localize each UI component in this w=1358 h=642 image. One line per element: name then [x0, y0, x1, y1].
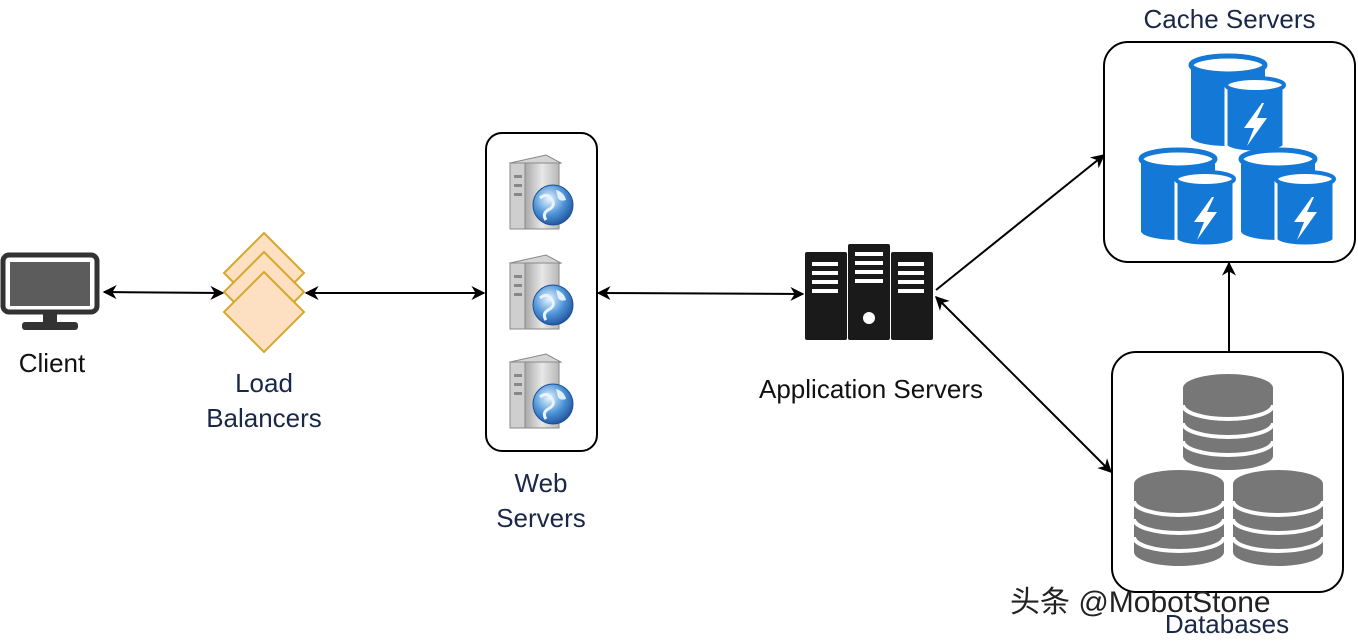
cache-servers-label: Cache Servers [1143, 4, 1316, 34]
cache-server-icon [1138, 147, 1236, 248]
edge-client-load-balancers [102, 285, 225, 300]
application-servers-label: Application Servers [759, 374, 983, 404]
edge-application-to-cache [935, 154, 1106, 291]
database-icon [1181, 374, 1275, 470]
load-balancers-label: Load Balancers [184, 366, 344, 436]
client-label: Client [18, 348, 86, 378]
database-icon [1231, 470, 1325, 566]
web-server-icon [508, 254, 574, 330]
watermark-text: 头条 @MobotStone [1010, 586, 1271, 619]
web-servers-label-line2: Servers [496, 503, 586, 533]
edge-application-databases [935, 296, 1112, 473]
load-balancers-label-line2: Balancers [206, 403, 322, 433]
monitor-icon [0, 252, 100, 330]
cache-server-icon [1238, 147, 1336, 248]
application-server-rack-icon [805, 244, 933, 340]
load-balancer-icon [222, 231, 306, 354]
web-servers-label: Web Servers [466, 466, 616, 536]
load-balancers-label-line1: Load [235, 368, 293, 398]
web-servers-label-line1: Web [514, 468, 568, 498]
web-server-icon [508, 353, 574, 429]
cache-server-icon [1188, 53, 1286, 154]
database-icon [1132, 470, 1226, 566]
edge-web-servers-application-servers [596, 286, 805, 301]
databases-label: Databases [1164, 609, 1290, 639]
web-server-icon [508, 154, 574, 230]
